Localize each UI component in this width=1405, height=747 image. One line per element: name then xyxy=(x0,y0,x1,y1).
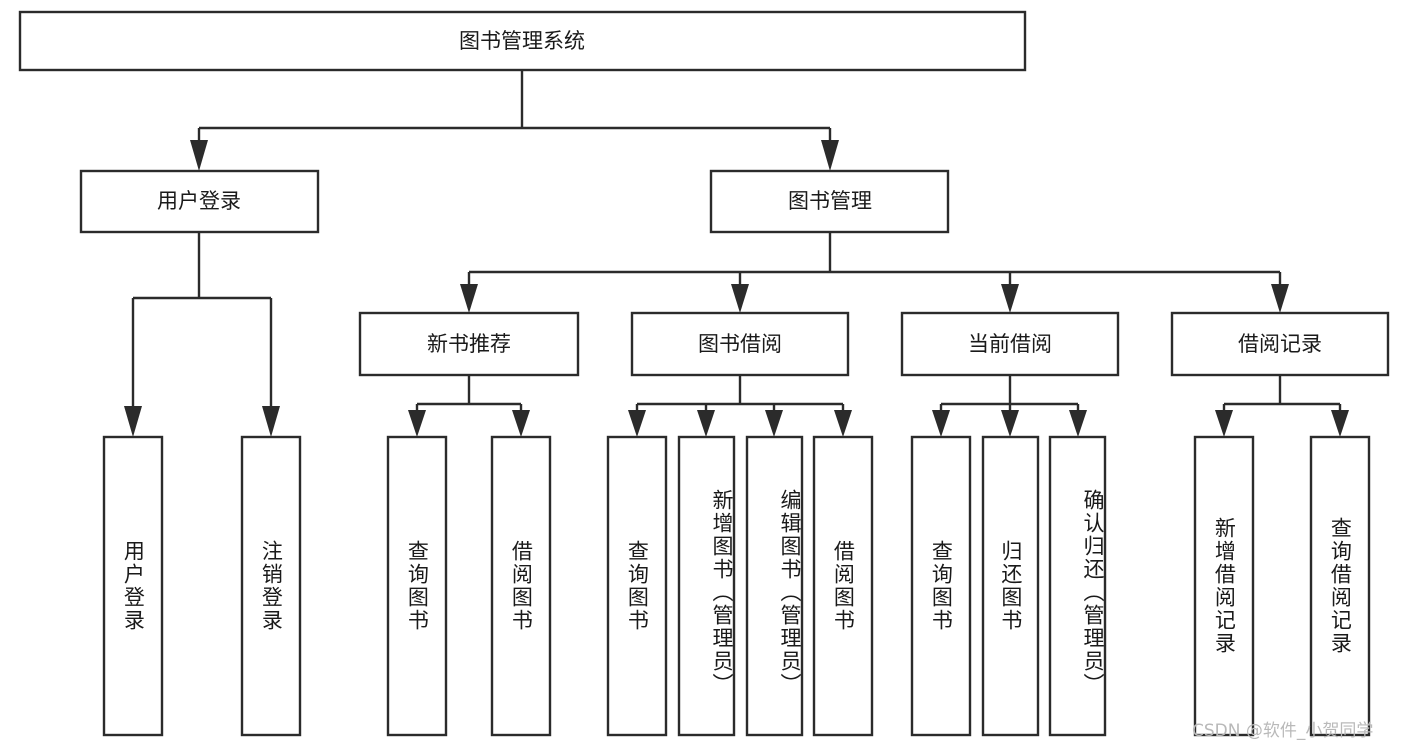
csdn-watermark: CSDN @软件_小贺同学 xyxy=(1192,721,1374,741)
arrowhead-book-borrow xyxy=(731,284,749,313)
arrowhead-leaf-user-login xyxy=(124,406,142,437)
arrowhead-leaf-edit-book xyxy=(765,410,783,437)
node-root[interactable]: 图书管理系统 xyxy=(18,10,1027,72)
arrowhead-book-manage xyxy=(821,140,839,171)
node-book-borrow[interactable]: 图书借阅 xyxy=(630,311,850,377)
arrowhead-leaf-confirm-return xyxy=(1069,410,1087,437)
arrowhead-borrow-record xyxy=(1271,284,1289,313)
arrowhead-leaf-add-book xyxy=(697,410,715,437)
arrowhead-leaf-borrow-book-1 xyxy=(512,410,530,437)
node-leaf-return-book-box[interactable] xyxy=(981,435,1040,737)
arrowhead-leaf-query-book-1 xyxy=(408,410,426,437)
node-current-borrow-label: 当前借阅 xyxy=(968,332,1052,356)
node-book-borrow-label: 图书借阅 xyxy=(698,332,782,356)
arrowhead-leaf-borrow-book-2 xyxy=(834,410,852,437)
node-root-box[interactable] xyxy=(18,10,1027,72)
node-borrow-record-label: 借阅记录 xyxy=(1238,332,1322,356)
node-leaf-edit-book-box[interactable] xyxy=(745,435,804,737)
arrowhead-leaf-query-book-2 xyxy=(628,410,646,437)
arrowhead-leaf-query-book-3 xyxy=(932,410,950,437)
node-book-manage-box[interactable] xyxy=(709,169,950,234)
node-leaf-query-book-3-box[interactable] xyxy=(910,435,972,737)
node-leaf-user-login-box[interactable] xyxy=(102,435,164,737)
node-book-manage[interactable]: 图书管理 xyxy=(709,169,950,234)
node-borrow-record[interactable]: 借阅记录 xyxy=(1170,311,1390,377)
node-leaf-confirm-return-box[interactable] xyxy=(1048,435,1107,737)
arrowhead-new-book-recommend xyxy=(460,284,478,313)
arrowhead-leaf-query-record xyxy=(1331,410,1349,437)
node-user-login-box[interactable] xyxy=(79,169,320,234)
arrowhead-user-login xyxy=(190,140,208,171)
node-leaf-borrow-book-2-box[interactable] xyxy=(812,435,874,737)
node-leaf-add-record-box[interactable] xyxy=(1193,435,1255,737)
arrowhead-leaf-return-book xyxy=(1001,410,1019,437)
arrowhead-leaf-add-record xyxy=(1215,410,1233,437)
node-leaf-query-record-box[interactable] xyxy=(1309,435,1371,737)
node-new-book-recommend[interactable]: 新书推荐 xyxy=(358,311,580,377)
connector-layer xyxy=(124,70,1349,437)
node-current-borrow-box[interactable] xyxy=(900,311,1120,377)
node-book-manage-label: 图书管理 xyxy=(788,189,872,213)
node-book-borrow-box[interactable] xyxy=(630,311,850,377)
node-new-book-recommend-label: 新书推荐 xyxy=(427,332,511,356)
node-root-label: 图书管理系统 xyxy=(459,29,585,53)
node-leaf-query-book-2-box[interactable] xyxy=(606,435,668,737)
node-new-book-recommend-box[interactable] xyxy=(358,311,580,377)
node-user-login-label: 用户登录 xyxy=(157,189,241,213)
node-layer: 图书管理系统 用户登录 图书管理 新书推荐 图书借阅 xyxy=(18,10,1390,737)
node-user-login[interactable]: 用户登录 xyxy=(79,169,320,234)
node-current-borrow[interactable]: 当前借阅 xyxy=(900,311,1120,377)
node-borrow-record-box[interactable] xyxy=(1170,311,1390,377)
node-leaf-query-book-1-box[interactable] xyxy=(386,435,448,737)
node-leaf-add-book-box[interactable] xyxy=(677,435,736,737)
node-leaf-borrow-book-1-box[interactable] xyxy=(490,435,552,737)
node-leaf-user-logout-box[interactable] xyxy=(240,435,302,737)
arrowhead-leaf-user-logout xyxy=(262,406,280,437)
arrowhead-current-borrow xyxy=(1001,284,1019,313)
